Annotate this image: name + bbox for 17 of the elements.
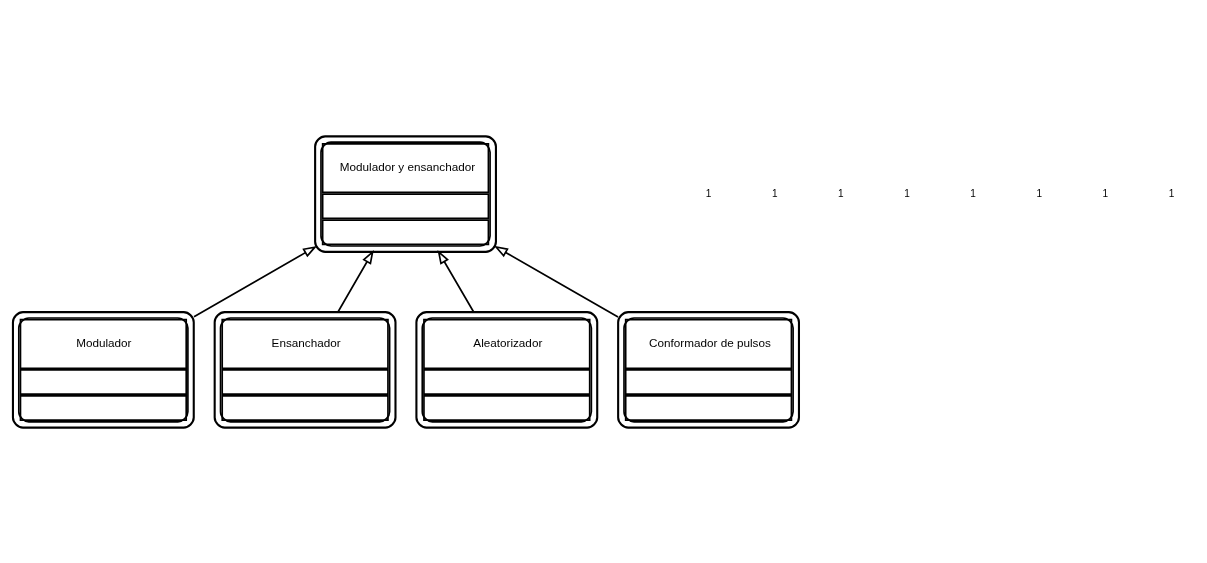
arrow bbox=[337, 249, 374, 313]
label: 1 bbox=[771, 187, 778, 199]
arrow bbox=[493, 245, 619, 318]
node-box: Aleatorizador bbox=[415, 310, 599, 429]
arrow bbox=[437, 249, 475, 313]
node-box: Modulador bbox=[11, 310, 195, 429]
label: 1 bbox=[1168, 187, 1175, 199]
label: 1 bbox=[705, 187, 712, 199]
arrow bbox=[193, 245, 318, 318]
node-box: Conformador de pulsos bbox=[617, 310, 800, 429]
label: 1 bbox=[904, 187, 910, 199]
label: 1 bbox=[1102, 187, 1109, 199]
label: 1 bbox=[970, 187, 976, 199]
label: 1 bbox=[1036, 187, 1042, 199]
node-box: Modulador y ensanchador bbox=[314, 134, 497, 253]
node-box: Ensanchador bbox=[213, 310, 397, 429]
label: 1 bbox=[838, 187, 844, 199]
